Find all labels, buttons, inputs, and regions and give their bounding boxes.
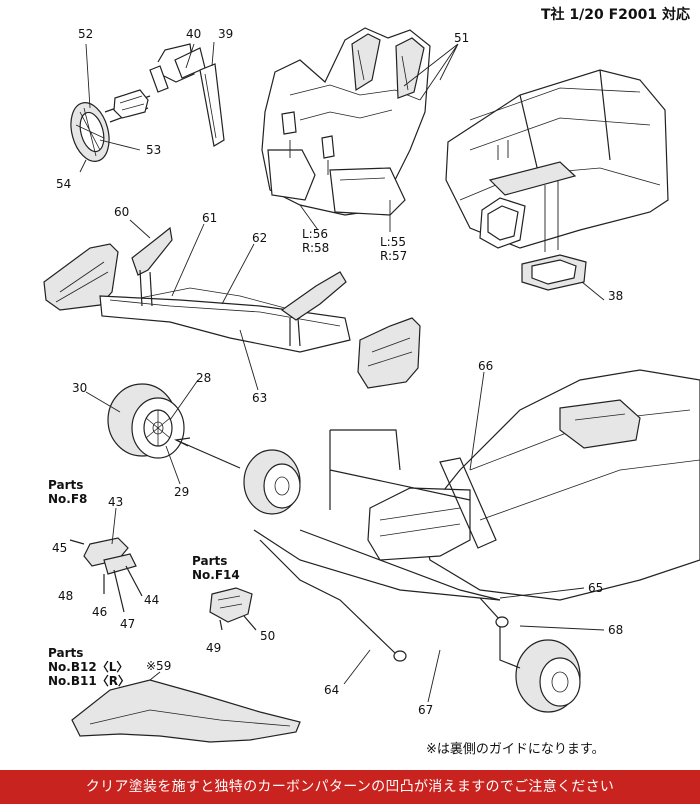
fairing-parts — [69, 537, 257, 631]
label-43: 43 — [108, 495, 123, 509]
label-65: 65 — [588, 581, 603, 595]
label-68: 68 — [608, 623, 623, 637]
label-29: 29 — [174, 485, 189, 499]
parts-b12-line3: No.B11〈R〉 — [48, 674, 130, 688]
parts-b12-line2: No.B12〈L〉 — [48, 660, 129, 674]
leader-lines — [79, 41, 605, 703]
label-30: 30 — [72, 381, 87, 395]
label-56: L:56 — [302, 227, 328, 241]
label-47: 47 — [120, 617, 135, 631]
rear-wheel-rim — [107, 383, 185, 459]
rear-gearbox-suspension — [174, 369, 700, 713]
label-61: 61 — [202, 211, 217, 225]
parts-f14-line2: No.F14 — [192, 568, 240, 582]
label-44: 44 — [144, 593, 159, 607]
label-66: 66 — [478, 359, 493, 373]
label-48: 48 — [58, 589, 73, 603]
footnote: ※は裏側のガイドになります。 — [426, 742, 605, 757]
sheet-header: T社 1/20 F2001 対応 — [540, 7, 690, 23]
label-57: R:57 — [380, 249, 407, 263]
parts-f8-line2: No.F8 — [48, 492, 88, 506]
label-58: R:58 — [302, 241, 329, 255]
label-55: L:55 — [380, 235, 406, 249]
cockpit-tub — [261, 27, 431, 216]
front-wing-assembly — [43, 226, 421, 389]
label-60: 60 — [114, 205, 129, 219]
label-40: 40 — [186, 27, 201, 41]
parts-block-f8: Parts No.F8 — [48, 478, 87, 506]
label-46: 46 — [92, 605, 107, 619]
label-50: 50 — [260, 629, 275, 643]
label-54: 54 — [56, 177, 71, 191]
label-38: 38 — [608, 289, 623, 303]
label-39: 39 — [218, 27, 233, 41]
label-49: 49 — [206, 641, 221, 655]
steering-wheel-assembly — [70, 43, 225, 162]
parts-block-b12: Parts No.B12〈L〉 No.B11〈R〉 — [48, 646, 130, 688]
label-64: 64 — [324, 683, 339, 697]
label-52: 52 — [78, 27, 93, 41]
parts-f14-line1: Parts — [192, 554, 228, 568]
parts-f8-line1: Parts — [48, 478, 84, 492]
label-59: ※59 — [146, 659, 171, 673]
label-51: 51 — [454, 31, 469, 45]
label-63: 63 — [252, 391, 267, 405]
parts-block-f14: Parts No.F14 — [192, 554, 240, 582]
label-53: 53 — [146, 143, 161, 157]
part-number-labels: 52 40 39 51 53 54 L:56 R:58 L:55 R:57 60… — [52, 27, 623, 717]
label-67: 67 — [418, 703, 433, 717]
parts-b12-line1: Parts — [48, 646, 84, 660]
label-45: 45 — [52, 541, 67, 555]
warning-banner: クリア塗装を施すと独特のカーボンパターンの凹凸が消えますのでご注意ください — [0, 770, 700, 804]
floor-panel — [71, 671, 301, 743]
sidepod-assembly — [445, 69, 669, 301]
label-62: 62 — [252, 231, 267, 245]
label-28: 28 — [196, 371, 211, 385]
